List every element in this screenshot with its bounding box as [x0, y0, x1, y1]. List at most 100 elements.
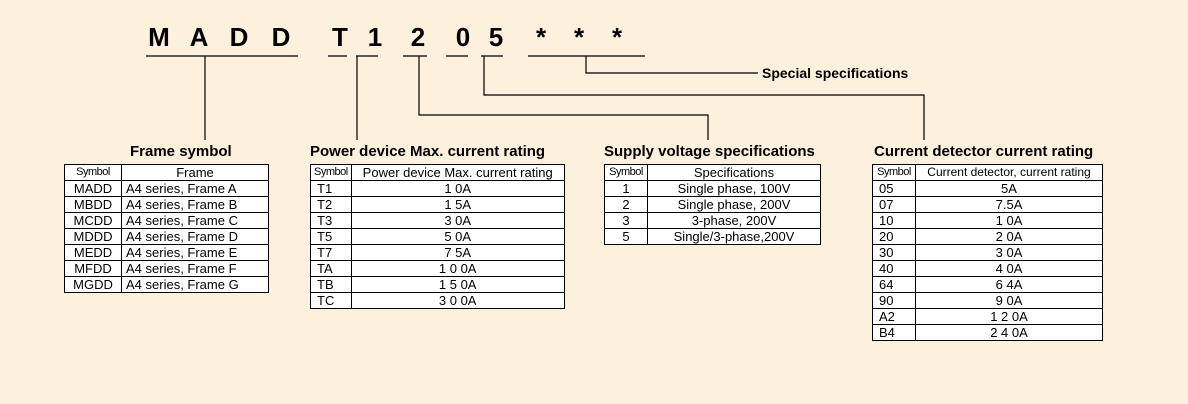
rating-cell: 9 0A	[915, 292, 1103, 309]
rating-cell: 1 2 0A	[915, 308, 1103, 325]
table-header-row: Symbol Specifications	[604, 164, 821, 181]
rating-cell: 1 0A	[915, 212, 1103, 229]
power-device-table: Symbol Power device Max. current rating …	[310, 164, 565, 309]
symbol-cell: 1	[604, 180, 648, 197]
table-header-row: Symbol Power device Max. current rating	[310, 164, 565, 181]
symbol-cell: T7	[310, 244, 352, 261]
symbol-cell: 5	[604, 228, 648, 245]
table-header-row: Symbol Frame	[64, 164, 269, 181]
spec-cell: 3-phase, 200V	[647, 212, 821, 229]
code-char-11: *	[573, 22, 585, 52]
rating-cell: 5A	[915, 180, 1103, 197]
symbol-cell: 30	[872, 244, 916, 261]
supply-voltage-title: Supply voltage specifications	[604, 143, 815, 160]
symbol-cell: T3	[310, 212, 352, 229]
code-char-7: 2	[410, 22, 426, 52]
code-char-8: 0	[455, 22, 471, 52]
header-symbol: Symbol	[310, 164, 352, 181]
header-detector-rating: Current detector, current rating	[915, 164, 1103, 181]
header-specifications: Specifications	[647, 164, 821, 181]
code-char-2: A	[189, 22, 209, 52]
symbol-cell: T5	[310, 228, 352, 245]
frame-cell: A4 series, Frame D	[121, 228, 269, 245]
current-detector-table: Symbol Current detector, current rating …	[872, 164, 1103, 341]
header-symbol: Symbol	[64, 164, 122, 181]
symbol-cell: 90	[872, 292, 916, 309]
rating-cell: 5 0A	[350, 228, 565, 245]
header-symbol: Symbol	[604, 164, 648, 181]
current-detector-title: Current detector current rating	[874, 143, 1094, 160]
rating-cell: 1 5 0A	[350, 276, 565, 293]
symbol-cell: 64	[872, 276, 916, 293]
code-char-12: *	[611, 22, 623, 52]
symbol-cell: MGDD	[64, 276, 122, 293]
symbol-cell: 05	[872, 180, 916, 197]
symbol-cell: TC	[310, 292, 352, 309]
frame-cell: A4 series, Frame A	[121, 180, 269, 197]
symbol-cell: 10	[872, 212, 916, 229]
symbol-cell: B4	[872, 324, 916, 341]
rating-cell: 2 0A	[915, 228, 1103, 245]
symbol-cell: MFDD	[64, 260, 122, 277]
spec-cell: Single/3-phase,200V	[647, 228, 821, 245]
table-header-row: Symbol Current detector, current rating	[872, 164, 1103, 181]
code-char-5: T	[332, 22, 348, 52]
rating-cell: 1 5A	[350, 196, 565, 213]
code-char-3: D	[229, 22, 249, 52]
symbol-cell: MADD	[64, 180, 122, 197]
frame-symbol-title: Frame symbol	[130, 143, 232, 160]
spec-cell: Single phase, 200V	[647, 196, 821, 213]
frame-cell: A4 series, Frame F	[121, 260, 269, 277]
header-frame: Frame	[121, 164, 269, 181]
symbol-cell: A2	[872, 308, 916, 325]
symbol-cell: MCDD	[64, 212, 122, 229]
rating-cell: 3 0A	[915, 244, 1103, 261]
symbol-cell: 2	[604, 196, 648, 213]
special-specifications-label: Special specifications	[762, 65, 909, 81]
header-power-rating: Power device Max. current rating	[350, 164, 565, 181]
code-char-9: 5	[488, 22, 504, 52]
symbol-cell: T1	[310, 180, 352, 197]
symbol-cell: 20	[872, 228, 916, 245]
code-char-10: *	[535, 22, 547, 52]
header-symbol: Symbol	[872, 164, 916, 181]
symbol-cell: TA	[310, 260, 352, 277]
rating-cell: 6 4A	[915, 276, 1103, 293]
rating-cell: 4 0A	[915, 260, 1103, 277]
rating-cell: 1 0A	[350, 180, 565, 197]
code-char-6: 1	[367, 22, 383, 52]
frame-cell: A4 series, Frame E	[121, 244, 269, 261]
code-char-4: D	[271, 22, 291, 52]
rating-cell: 7.5A	[915, 196, 1103, 213]
spec-cell: Single phase, 100V	[647, 180, 821, 197]
